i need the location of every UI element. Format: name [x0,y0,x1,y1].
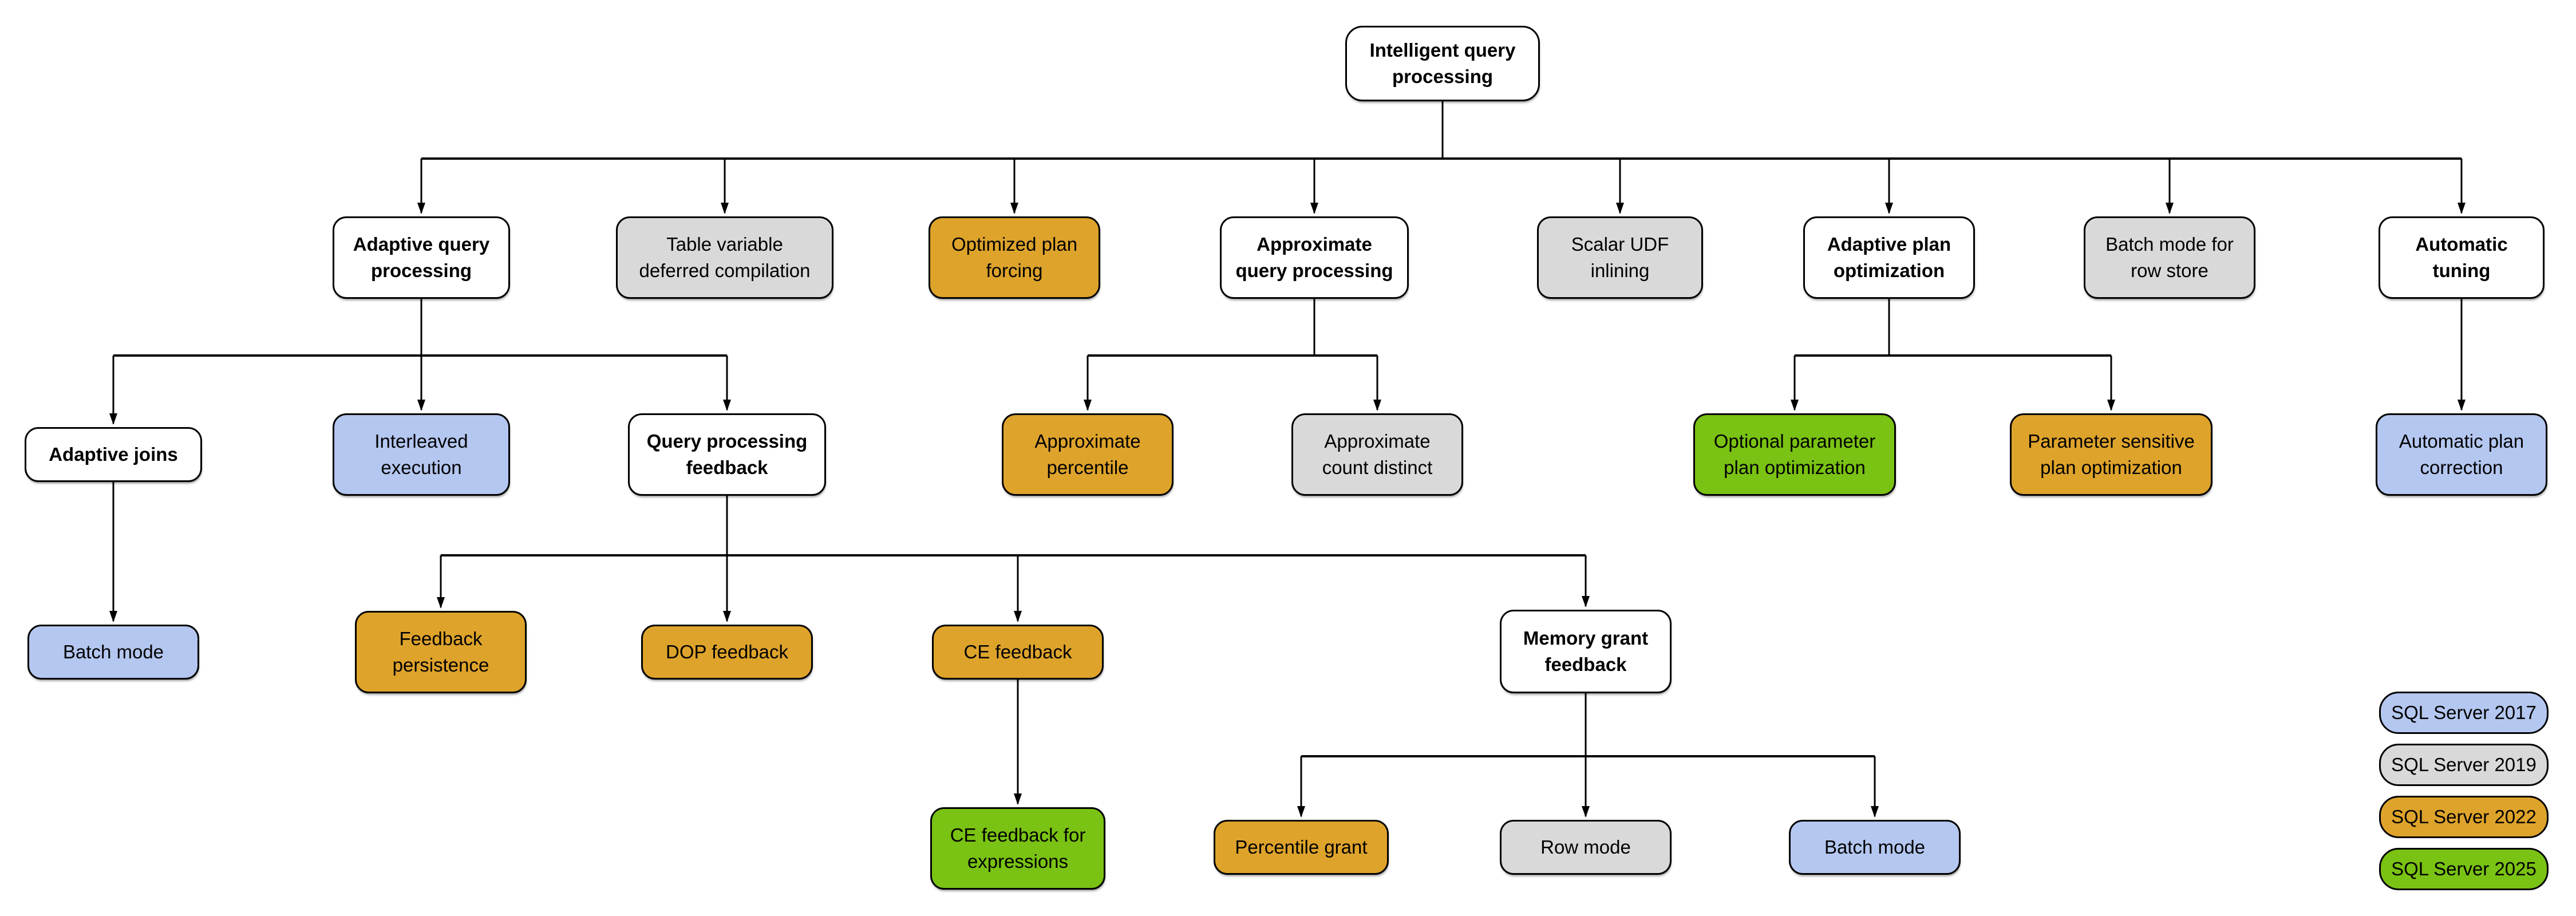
node-interleaved-execution: Interleaved execution [333,413,510,496]
node-batch-mode-adaptive-joins: Batch mode [27,625,199,680]
node-automatic-plan-correction: Automatic plan correction [2376,413,2547,496]
legend-sql-server-2022: SQL Server 2022 [2379,796,2549,838]
node-dop-feedback: DOP feedback [641,625,813,680]
node-ce-feedback: CE feedback [932,625,1104,680]
node-adaptive-joins: Adaptive joins [25,427,202,482]
node-batch-mode-for-row-store: Batch mode for row store [2084,216,2255,299]
node-row-mode: Row mode [1500,820,1672,875]
node-table-variable-deferred-compilation: Table variable deferred compilation [616,216,833,299]
node-ce-feedback-for-expressions: CE feedback for expressions [930,807,1105,890]
node-optional-parameter-plan-optimization: Optional parameter plan optimization [1693,413,1896,496]
node-approximate-query-processing: Approximate query processing [1220,216,1409,299]
node-scalar-udf-inlining: Scalar UDF inlining [1537,216,1703,299]
legend-sql-server-2019: SQL Server 2019 [2379,744,2549,786]
node-query-processing-feedback: Query processing feedback [628,413,826,496]
node-percentile-grant: Percentile grant [1214,820,1389,875]
node-approximate-count-distinct: Approximate count distinct [1291,413,1463,496]
node-approximate-percentile: Approximate percentile [1002,413,1174,496]
node-batch-mode-memory-grant: Batch mode [1789,820,1961,875]
node-adaptive-plan-optimization: Adaptive plan optimization [1803,216,1975,299]
legend-sql-server-2017: SQL Server 2017 [2379,692,2549,734]
node-memory-grant-feedback: Memory grant feedback [1500,610,1672,693]
node-automatic-tuning: Automatic tuning [2379,216,2545,299]
node-feedback-persistence: Feedback persistence [355,611,527,693]
node-optimized-plan-forcing: Optimized plan forcing [929,216,1100,299]
legend-sql-server-2025: SQL Server 2025 [2379,848,2549,890]
node-adaptive-query-processing: Adaptive query processing [333,216,510,299]
node-intelligent-query-processing: Intelligent query processing [1345,26,1540,101]
node-parameter-sensitive-plan-optimization: Parameter sensitive plan optimization [2010,413,2212,496]
